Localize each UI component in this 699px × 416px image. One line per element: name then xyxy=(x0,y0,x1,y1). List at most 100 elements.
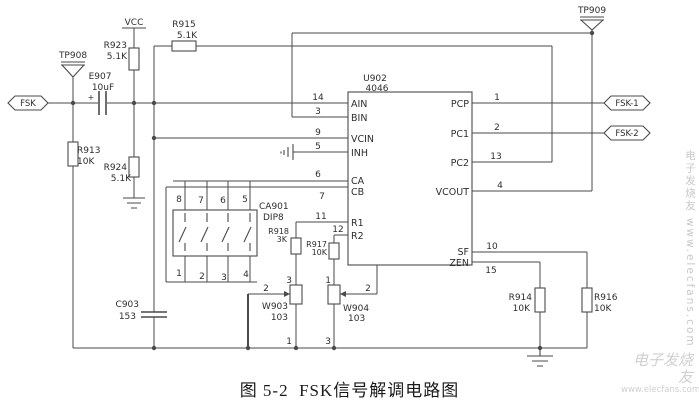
resistor-r915 xyxy=(171,40,197,52)
w904-pin-bottom: 3 xyxy=(325,337,331,347)
pin-name-pcp: PCP xyxy=(451,99,469,110)
r916-ref: R916 xyxy=(594,293,618,303)
dip-pin-3: 3 xyxy=(221,273,227,283)
r923-value: 5.1K xyxy=(107,52,128,62)
tp908-label: TP908 xyxy=(58,51,87,61)
ic-part: 4046 xyxy=(366,84,389,94)
pin-num-6: 6 xyxy=(315,170,321,180)
pin-name-ca: CA xyxy=(351,176,365,187)
component-labels: VCC R923 5.1K R915 5.1K TP908 E907 10uF … xyxy=(20,6,639,347)
c903-value: 153 xyxy=(119,312,136,322)
pin-name-vcout: VCOUT xyxy=(436,187,470,198)
w904-pin-top: 1 xyxy=(325,276,331,286)
resistor-r923 xyxy=(128,47,140,71)
fsk2-output-connector xyxy=(603,125,651,141)
schematic-wires xyxy=(48,28,604,349)
r916-value: 10K xyxy=(594,304,612,314)
r915-value: 5.1K xyxy=(177,31,198,41)
w904-value: 103 xyxy=(348,314,365,324)
pin-name-cb: CB xyxy=(351,187,364,198)
tp909-label: TP909 xyxy=(577,6,606,16)
pin-name-bin: BIN xyxy=(351,113,367,124)
pin-name-ain: AIN xyxy=(351,99,367,110)
capacitor-c903 xyxy=(141,311,167,318)
watermark-corner: 电子发烧友 www.elecfans.com xyxy=(621,351,699,395)
r917-ref: R917 xyxy=(306,240,327,249)
c903-ref: C903 xyxy=(116,300,139,310)
ic-body xyxy=(347,91,473,266)
dip-pin-1: 1 xyxy=(176,269,182,279)
resistor-r914 xyxy=(534,287,546,313)
w903-pin-wiper: 2 xyxy=(263,284,269,294)
dip-ref: CA901 xyxy=(259,202,289,212)
w904-pin-wiper: 2 xyxy=(365,284,371,294)
r915-ref: R915 xyxy=(172,20,195,30)
fsk-input-label: FSK xyxy=(20,99,36,109)
dip-pin-7: 7 xyxy=(198,196,204,206)
pot-w903 xyxy=(289,284,303,305)
r924-value: 5.1K xyxy=(111,174,132,184)
dip-pin-6: 6 xyxy=(220,196,226,206)
pin-num-4: 4 xyxy=(497,181,503,191)
pot-w904-wiper-arrow xyxy=(340,291,346,297)
w903-value: 103 xyxy=(271,313,288,323)
dip-pin-5: 5 xyxy=(242,195,248,205)
pin-name-pc1: PC1 xyxy=(451,129,469,140)
fsk1-output-connector xyxy=(603,95,651,111)
resistor-r918 xyxy=(290,237,302,255)
pin-num-12: 12 xyxy=(332,225,343,235)
resistor-r916 xyxy=(581,287,593,313)
inh-ground-symbol xyxy=(280,144,294,160)
resistor-r917 xyxy=(328,242,340,260)
e907-ref: E907 xyxy=(89,72,112,82)
tp909-symbol xyxy=(580,16,604,31)
w904-ref: W904 xyxy=(343,304,369,314)
ic-ref: U902 xyxy=(363,74,387,84)
e907-polarity: + xyxy=(88,93,95,102)
r917-value: 10K xyxy=(312,248,328,257)
capacitor-e907 xyxy=(98,91,107,115)
resistor-r924 xyxy=(128,156,140,178)
tp908-symbol xyxy=(61,61,85,78)
pin-num-15: 15 xyxy=(485,266,496,276)
pin-name-r2: R2 xyxy=(351,231,364,242)
resistor-r913 xyxy=(67,141,79,167)
w903-pin-top: 3 xyxy=(286,276,292,286)
r913-value: 10K xyxy=(77,157,95,167)
dip-switch-body xyxy=(172,209,258,257)
dip-pin-8: 8 xyxy=(176,195,182,205)
pot-w903-wiper-arrow xyxy=(284,291,290,297)
dip-pin-2: 2 xyxy=(199,272,205,282)
dip-type: DIP8 xyxy=(263,213,284,223)
pin-num-7: 7 xyxy=(319,192,325,202)
junction-dots xyxy=(70,30,595,351)
schematic-canvas: VCC R923 5.1K R915 5.1K TP908 E907 10uF … xyxy=(7,6,651,367)
w903-pin-bottom: 1 xyxy=(286,337,292,347)
pin-num-2: 2 xyxy=(494,123,500,133)
ground-main xyxy=(527,348,553,367)
r913-ref: R913 xyxy=(77,146,100,156)
ground-r924 xyxy=(123,197,145,209)
vcc-label: VCC xyxy=(125,18,144,28)
pot-w904 xyxy=(327,284,341,305)
fsk1-label: FSK-1 xyxy=(615,99,638,109)
fsk2-label: FSK-2 xyxy=(615,129,638,139)
pin-name-pc2: PC2 xyxy=(451,158,469,169)
r923-ref: R923 xyxy=(104,41,127,51)
watermark-site: www.elecfans.com xyxy=(621,385,699,395)
pin-num-13: 13 xyxy=(490,152,501,162)
pin-name-vcin: VCIN xyxy=(351,134,374,145)
r914-ref: R914 xyxy=(509,293,533,303)
watermark-brand: 电子发烧友 xyxy=(632,351,693,386)
dip-switch-levers xyxy=(178,213,252,251)
pin-name-zen: ZEN xyxy=(449,258,469,269)
dip-pin-4: 4 xyxy=(243,270,249,280)
pin-num-5: 5 xyxy=(315,142,321,152)
pin-num-3: 3 xyxy=(315,107,321,117)
r918-ref: R918 xyxy=(268,227,289,236)
w903-ref: W903 xyxy=(262,302,288,312)
watermark-vertical: 电子发烧友 www.elecfans.com xyxy=(684,150,696,348)
component-symbols xyxy=(7,16,651,367)
e907-value: 10uF xyxy=(92,83,114,93)
